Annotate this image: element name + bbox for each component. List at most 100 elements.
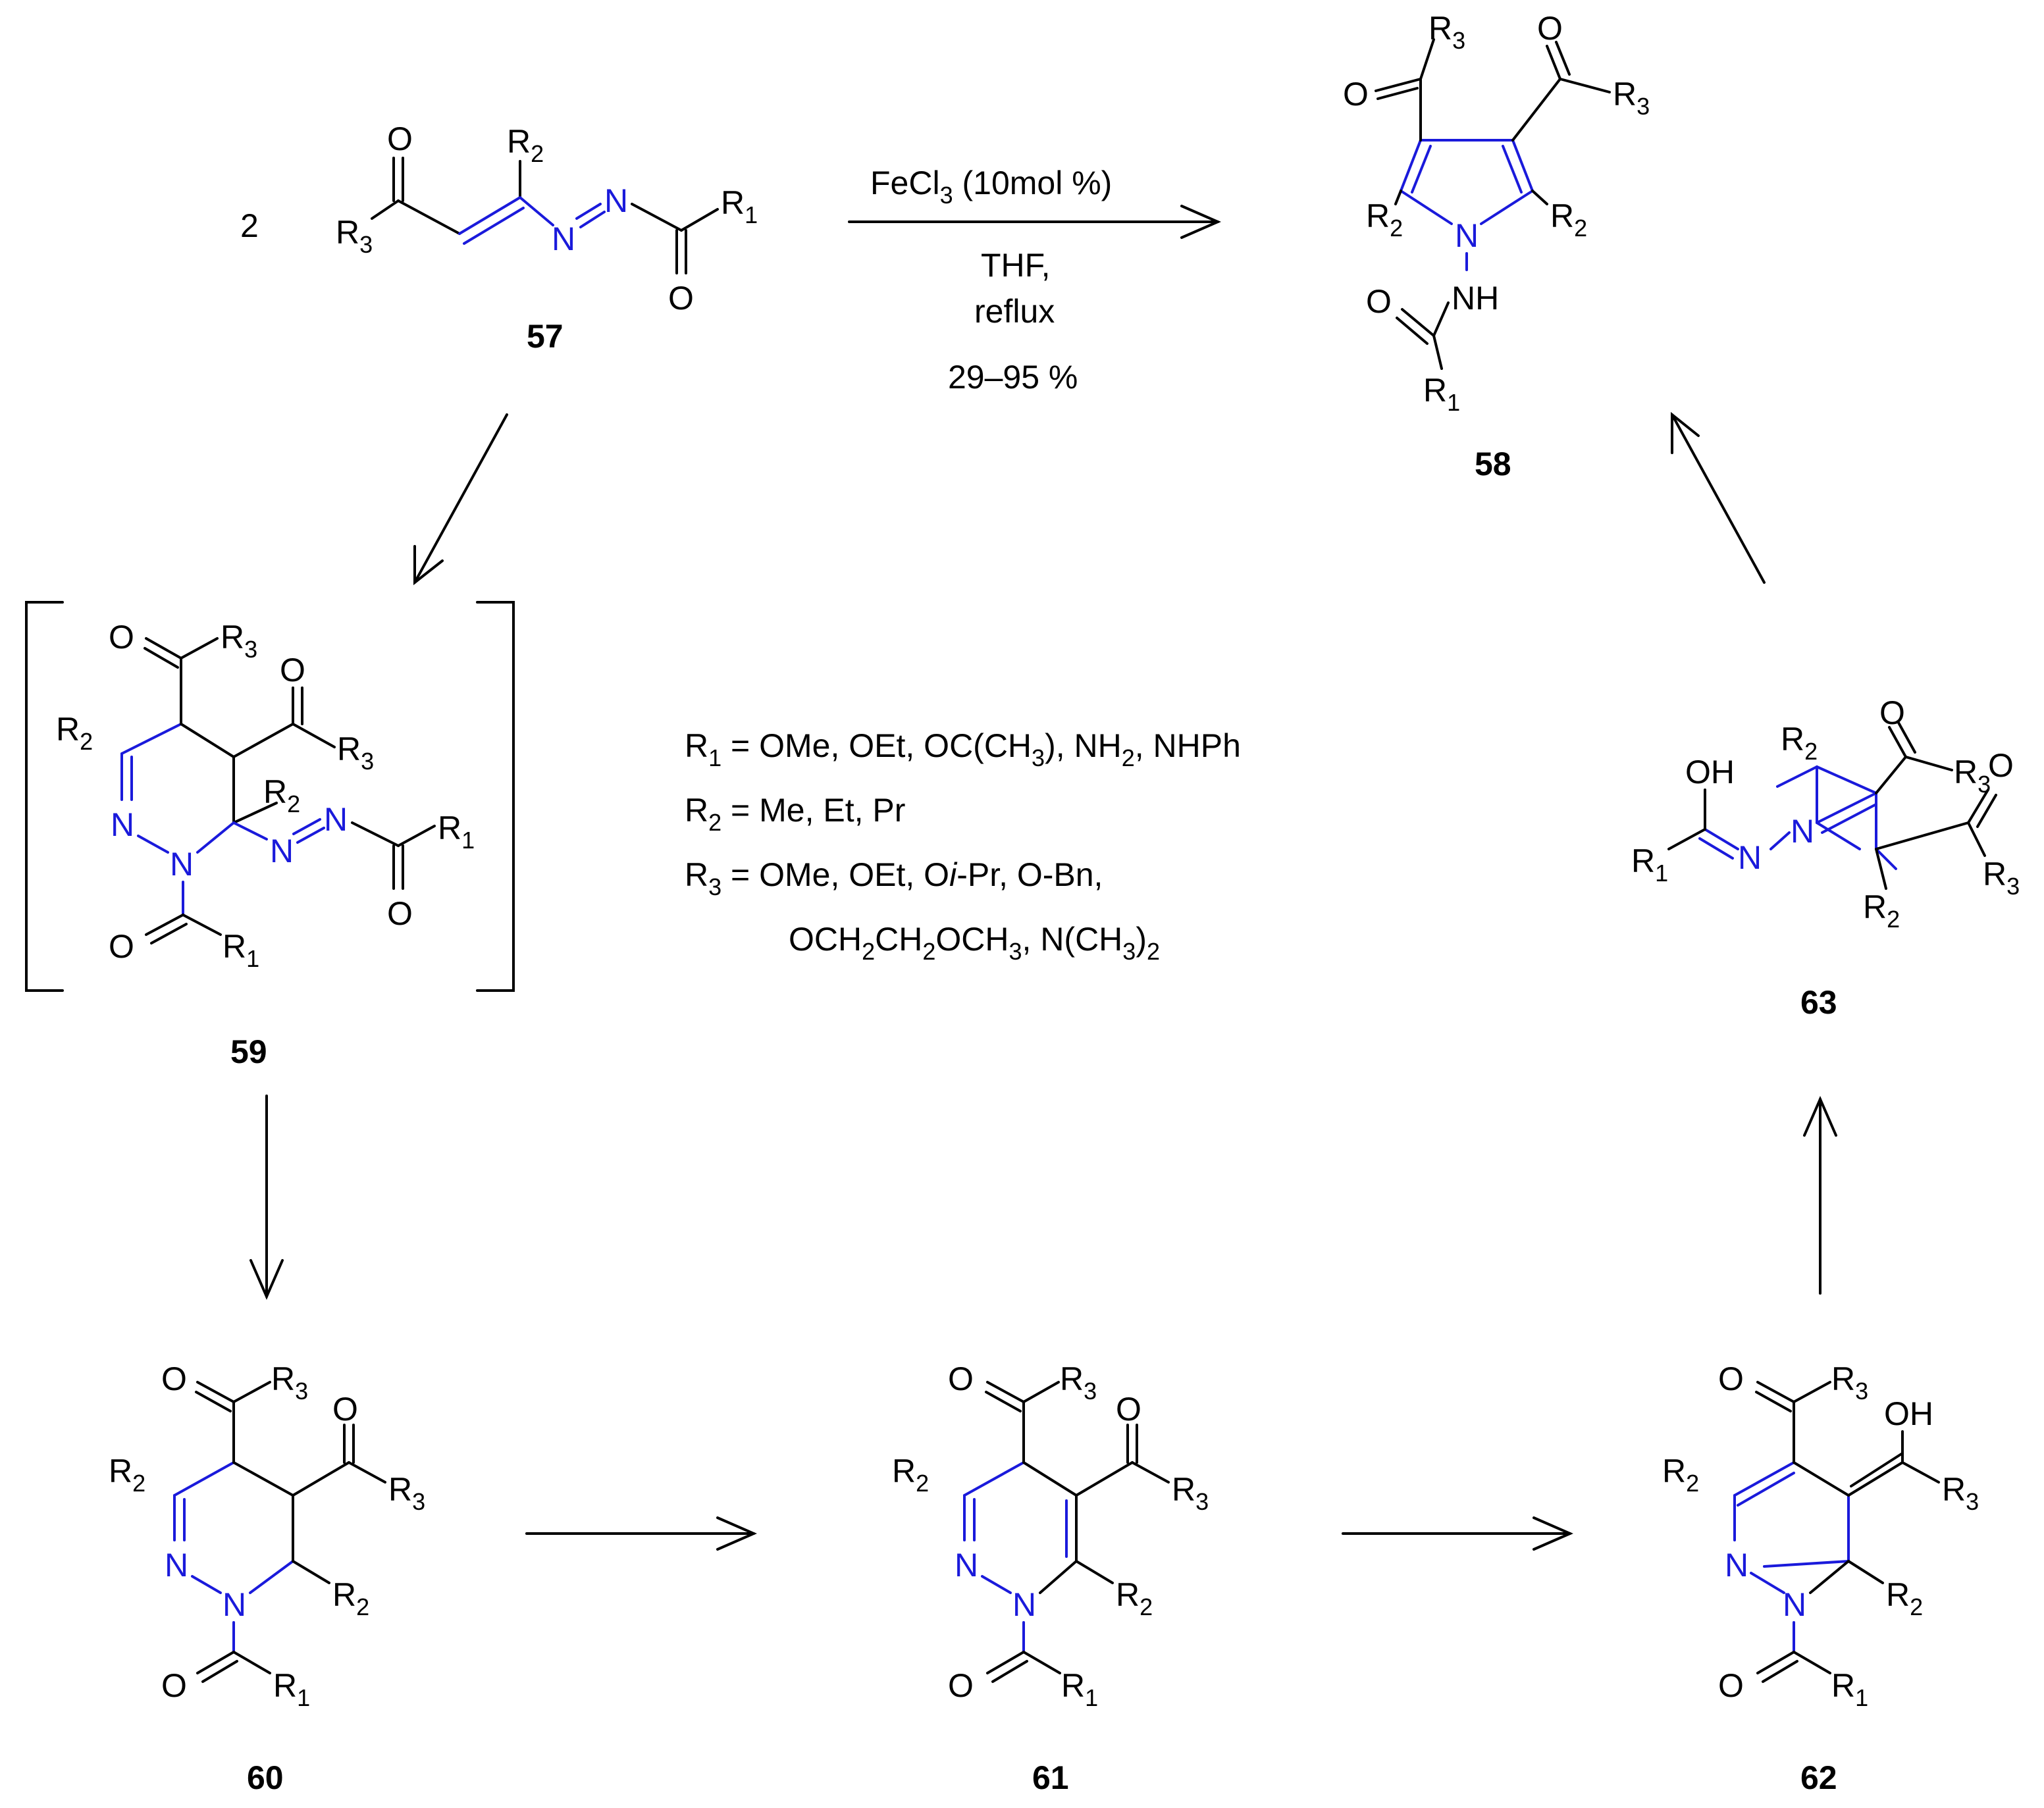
atom-OH: OH <box>1685 754 1735 790</box>
r3-label: R3 <box>1954 754 1991 798</box>
r3-label: R3 <box>1060 1360 1097 1405</box>
compound-61: N N R2 O R3 O R3 R2 O R1 61 <box>892 1360 1209 1796</box>
atom-O: O <box>109 928 134 965</box>
r1-definition: R1 = OMe, OEt, OC(CH3), NH2, NHPh <box>685 727 1241 771</box>
compound-number: 57 <box>527 318 563 355</box>
atom-O: O <box>161 1360 187 1397</box>
atom-O: O <box>1366 283 1392 320</box>
solvent: THF, <box>981 247 1051 284</box>
r2-label: R2 <box>1662 1453 1699 1497</box>
r3-label: R3 <box>1172 1471 1209 1515</box>
atom-N: N <box>324 801 348 838</box>
r1-label: R1 <box>1831 1667 1868 1711</box>
atom-N: N <box>1455 217 1479 254</box>
atom-N: N <box>552 220 575 257</box>
temperature: reflux <box>974 293 1055 330</box>
compound-62: N N R2 O R3 OH R3 R2 O R1 62 <box>1662 1360 1979 1796</box>
arrow-61-to-62 <box>1342 1516 1574 1551</box>
r1-label: R1 <box>223 928 259 972</box>
r1-label: R1 <box>1061 1667 1098 1711</box>
atom-O: O <box>280 652 305 688</box>
r2-label: R2 <box>332 1576 369 1620</box>
compound-number: 61 <box>1032 1759 1069 1796</box>
r3-label: R3 <box>1613 76 1650 120</box>
atom-O: O <box>668 280 694 317</box>
atom-N: N <box>1012 1586 1036 1623</box>
r1-label: R1 <box>273 1667 310 1711</box>
r2-label: R2 <box>507 123 544 167</box>
arrow-59-to-60 <box>249 1095 284 1301</box>
atom-O: O <box>1879 694 1905 731</box>
atom-N: N <box>111 806 134 843</box>
r2-label: R2 <box>56 711 93 755</box>
yield: 29–95 % <box>948 359 1078 396</box>
atom-O: O <box>948 1360 974 1397</box>
atom-N: N <box>1783 1586 1806 1623</box>
bracket-left <box>25 601 64 992</box>
r1-label: R1 <box>1423 372 1460 416</box>
atom-O: O <box>387 120 413 157</box>
atom-N: N <box>604 182 628 219</box>
compound-number: 63 <box>1800 984 1837 1021</box>
r3-definition-cont: OCH2CH2OCH3, N(CH3)2 <box>789 921 1160 965</box>
atom-N: N <box>1738 839 1762 876</box>
reaction-arrow-top: FeCl3 (10mol %) THF, reflux 29–95 % <box>848 165 1222 396</box>
arrow-60-to-61 <box>525 1516 758 1551</box>
compound-number: 60 <box>247 1759 284 1796</box>
atom-O: O <box>1718 1360 1744 1397</box>
r2-label: R2 <box>1781 721 1818 765</box>
substituent-definitions: R1 = OMe, OEt, OC(CH3), NH2, NHPh R2 = M… <box>685 727 1241 965</box>
atom-N: N <box>955 1547 978 1584</box>
compound-57: 2 O R3 R2 N N R1 O 57 <box>240 120 758 355</box>
compound-63: R2 O R3 O R3 R2 N N OH R1 63 <box>1631 694 2020 1021</box>
r2-label: R2 <box>1863 889 1900 933</box>
r3-label: R3 <box>1942 1471 1979 1515</box>
compound-58: N R2 R2 O R3 O R3 NH O R1 58 <box>1343 10 1650 482</box>
atom-O: O <box>1537 10 1563 47</box>
r3-label: R3 <box>1831 1360 1868 1405</box>
arrow-63-to-58 <box>1671 411 1766 584</box>
atom-N: N <box>170 846 194 883</box>
r3-label: R3 <box>1428 10 1465 54</box>
atom-N: N <box>165 1547 188 1584</box>
r3-label: R3 <box>336 214 373 258</box>
atom-O: O <box>1988 747 2014 784</box>
r2-label: R2 <box>1116 1576 1153 1620</box>
r1-label: R1 <box>1631 842 1668 887</box>
r2-label: R2 <box>1886 1576 1923 1620</box>
r3-label: R3 <box>388 1471 425 1515</box>
atom-O: O <box>109 619 134 656</box>
atom-NH: NH <box>1452 280 1499 317</box>
atom-OH: OH <box>1884 1395 1933 1432</box>
r2-label: R2 <box>109 1453 145 1497</box>
compound-number: 58 <box>1475 446 1511 482</box>
r2-label: R2 <box>1366 197 1403 242</box>
bracket-right <box>476 601 515 992</box>
compound-59: N N R2 O R3 O R3 R2 N N R1 O O R1 <box>25 601 515 1070</box>
atom-O: O <box>1718 1667 1744 1704</box>
stoichiometry-coefficient: 2 <box>240 207 259 244</box>
atom-O: O <box>387 895 413 932</box>
catalyst: FeCl3 (10mol %) <box>870 165 1112 209</box>
r3-label: R3 <box>337 731 374 775</box>
r3-label: R3 <box>221 619 257 663</box>
r2-label: R2 <box>892 1453 929 1497</box>
r2-label: R2 <box>1550 197 1587 242</box>
r3-definition: R3 = OMe, OEt, Oi-Pr, O-Bn, <box>685 856 1103 900</box>
r1-label: R1 <box>438 810 475 854</box>
compound-60: N N R2 O R3 O R3 R2 O R1 60 <box>109 1360 425 1796</box>
atom-N: N <box>1791 813 1814 850</box>
atom-O: O <box>1343 76 1369 113</box>
r2-label: R2 <box>263 773 300 817</box>
r3-label: R3 <box>1983 856 2020 900</box>
atom-O: O <box>948 1667 974 1704</box>
arrow-57-to-59 <box>413 413 508 586</box>
atom-N: N <box>270 833 294 869</box>
r1-label: R1 <box>721 184 758 228</box>
atom-O: O <box>1116 1391 1141 1428</box>
r3-label: R3 <box>271 1360 308 1405</box>
arrow-62-to-63 <box>1803 1095 1837 1295</box>
atom-O: O <box>332 1391 358 1428</box>
atom-O: O <box>161 1667 187 1704</box>
